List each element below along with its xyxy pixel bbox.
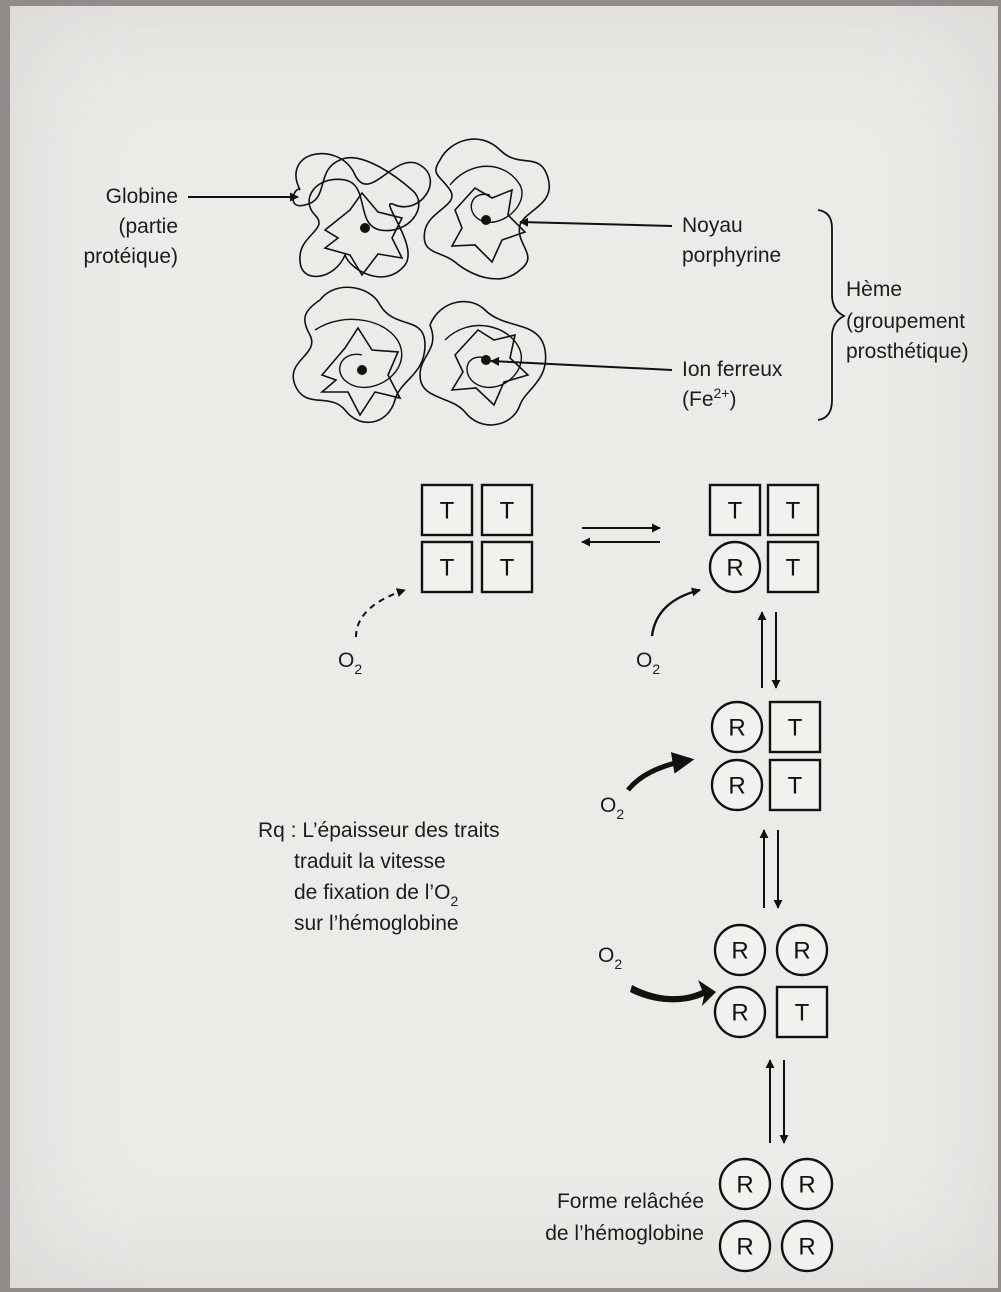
relaxed-form-label: Forme relâchée: [557, 1190, 704, 1213]
note-line-1: Rq : L’épaisseur des traits: [258, 819, 500, 842]
state-s5: R R R R: [718, 1157, 834, 1273]
tense-subunit-square: [768, 700, 822, 754]
noyau-label: Noyau: [682, 214, 743, 237]
relaxed-subunit-circle: [710, 700, 764, 754]
subunit-letter: R: [726, 555, 743, 582]
o2-binding-arrow-3: [626, 752, 695, 792]
subunit-letter: R: [731, 938, 748, 965]
tense-subunit-square: [766, 483, 820, 537]
globine-label: Globine: [106, 185, 178, 208]
o2-label-3: O2: [600, 794, 624, 822]
subunit-letter: T: [786, 555, 801, 582]
subunit-letter: T: [786, 498, 801, 525]
o2-label-2: O2: [636, 649, 660, 677]
tense-subunit-square: [420, 483, 474, 537]
subunit-letter: R: [731, 1000, 748, 1027]
tense-subunit-square: [768, 758, 822, 812]
subunit-letter: R: [736, 1234, 753, 1261]
o2-label-1: O2: [338, 649, 362, 677]
iron-atom-bottom-left: [357, 365, 367, 375]
o2-label-4: O2: [598, 944, 622, 972]
relaxed-subunit-circle: [780, 1157, 834, 1211]
heme-label: Hème: [846, 278, 902, 301]
book-page: [10, 6, 998, 1288]
subunit-letter: R: [793, 938, 810, 965]
ion-pointer-arrow: [490, 356, 673, 371]
subunit-letter: T: [440, 498, 455, 525]
relaxed-subunit-circle: [708, 540, 762, 594]
globin-subunit-top-right: [423, 138, 551, 280]
subunit-letter: R: [728, 715, 745, 742]
subunit-letter: T: [500, 555, 515, 582]
o2-binding-arrow-2: [650, 587, 701, 637]
noyau-label-line2: porphyrine: [682, 244, 781, 267]
iron-atom-bottom-right: [481, 355, 491, 365]
relaxed-subunit-circle: [775, 923, 829, 977]
state-s2: T T R T: [708, 483, 820, 594]
note-line-3: de fixation de l’O2: [294, 881, 458, 909]
o2-binding-arrow-slow: [355, 588, 406, 638]
note-line-2: traduit la vitesse: [294, 850, 446, 873]
subunit-letter: T: [440, 555, 455, 582]
relaxed-subunit-circle: [710, 758, 764, 812]
globine-label-line3: protéique): [83, 245, 178, 268]
globin-subunit-bottom-right: [419, 300, 547, 426]
o2-binding-arrow-fast: [630, 980, 716, 1006]
subunit-letter: R: [798, 1234, 815, 1261]
tense-subunit-square: [480, 483, 534, 537]
subunit-letter: T: [728, 498, 743, 525]
relaxed-subunit-circle: [713, 923, 767, 977]
heme-brace: [817, 209, 847, 421]
iron-atom-top-left: [360, 223, 370, 233]
tense-subunit-square: [766, 540, 820, 594]
note-line-4: sur l’hémoglobine: [294, 912, 459, 935]
relaxed-subunit-circle: [713, 985, 767, 1039]
subunit-letter: T: [795, 1000, 810, 1027]
subunit-letter: R: [736, 1172, 753, 1199]
globin-subunit-bottom-left: [292, 286, 426, 424]
relaxed-subunit-circle: [780, 1219, 834, 1273]
relaxed-subunit-circle: [718, 1219, 772, 1273]
tense-subunit-square: [708, 483, 762, 537]
hemoglobin-structure: Globine (partie protéique) Noyau porphyr…: [83, 138, 969, 426]
fe-ion-label: (Fe2+): [682, 385, 736, 411]
state-s3: R T R T: [710, 700, 822, 812]
iron-atom-top-right: [481, 215, 491, 225]
subunit-letter: R: [728, 773, 745, 800]
state-s1: T T T T: [420, 483, 534, 594]
subunit-letter: T: [788, 715, 803, 742]
tense-subunit-square: [480, 540, 534, 594]
heme-label-line3: prosthétique): [846, 340, 969, 363]
subunit-letter: R: [798, 1172, 815, 1199]
tense-subunit-square: [775, 985, 829, 1039]
tense-subunit-square: [420, 540, 474, 594]
relaxed-form-label-line2: de l’hémoglobine: [545, 1222, 704, 1245]
noyau-pointer-arrow: [519, 217, 673, 227]
subunit-letter: T: [500, 498, 515, 525]
state-s4: R R R T: [713, 923, 829, 1039]
relaxed-subunit-circle: [718, 1157, 772, 1211]
globin-subunit-top-left: [292, 152, 432, 278]
state-transition-diagram: T T T T T T R T R T R T R R R T R R R R: [420, 483, 834, 1273]
heme-label-line2: (groupement: [846, 310, 965, 333]
ion-ferreux-label: Ion ferreux: [682, 358, 783, 381]
globine-label-line2: (partie: [118, 215, 178, 238]
subunit-letter: T: [788, 773, 803, 800]
